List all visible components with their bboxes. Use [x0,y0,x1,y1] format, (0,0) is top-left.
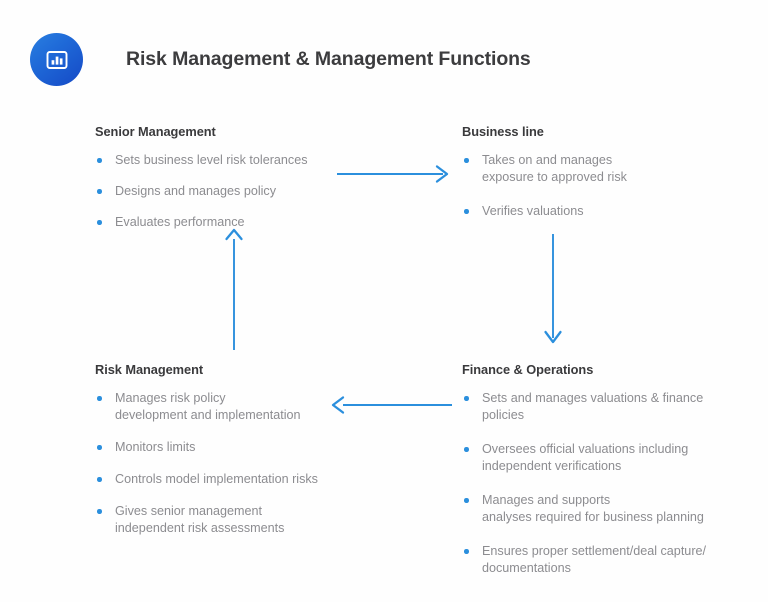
quadrant-risk-management: Risk Management Manages risk policy deve… [95,362,345,552]
list-item: Monitors limits [95,439,345,456]
quadrant-heading: Senior Management [95,124,216,139]
list-item: Manages risk policy development and impl… [95,390,345,424]
list-item: Sets business level risk tolerances [95,152,340,169]
bullet-list: Sets business level risk tolerances Desi… [95,152,340,231]
list-item: Takes on and manages exposure to approve… [462,152,730,186]
bullet-list: Manages risk policy development and impl… [95,390,345,537]
quadrant-heading: Finance & Operations [462,362,594,377]
quadrant-finance-operations: Finance & Operations Sets and manages va… [462,362,734,594]
quadrant-heading: Risk Management [95,362,204,377]
list-item: Controls model implementation risks [95,471,345,488]
list-item: Evaluates performance [95,214,340,231]
list-item: Verifies valuations [462,203,730,220]
list-item: Manages and supports analyses required f… [462,492,734,526]
page-title: Risk Management & Management Functions [126,48,531,70]
logo-badge [30,33,83,86]
arrow-left-icon [331,396,452,414]
quadrant-senior-management: Senior Management Sets business level ri… [95,124,340,231]
list-item: Gives senior management independent risk… [95,503,345,537]
quadrant-business-line: Business line Takes on and manages expos… [462,124,730,237]
bar-chart-icon [44,47,70,73]
bullet-list: Takes on and manages exposure to approve… [462,152,730,220]
list-item: Sets and manages valuations & finance po… [462,390,734,424]
quadrant-heading: Business line [462,124,544,139]
list-item: Designs and manages policy [95,183,340,200]
arrow-right-icon [337,165,449,183]
arrow-down-icon [544,234,562,344]
page-header: Risk Management & Management Functions [30,33,531,86]
arrow-up-icon [225,228,243,350]
list-item: Oversees official valuations including i… [462,441,734,475]
list-item: Ensures proper settlement/deal capture/ … [462,543,734,577]
bullet-list: Sets and manages valuations & finance po… [462,390,734,577]
